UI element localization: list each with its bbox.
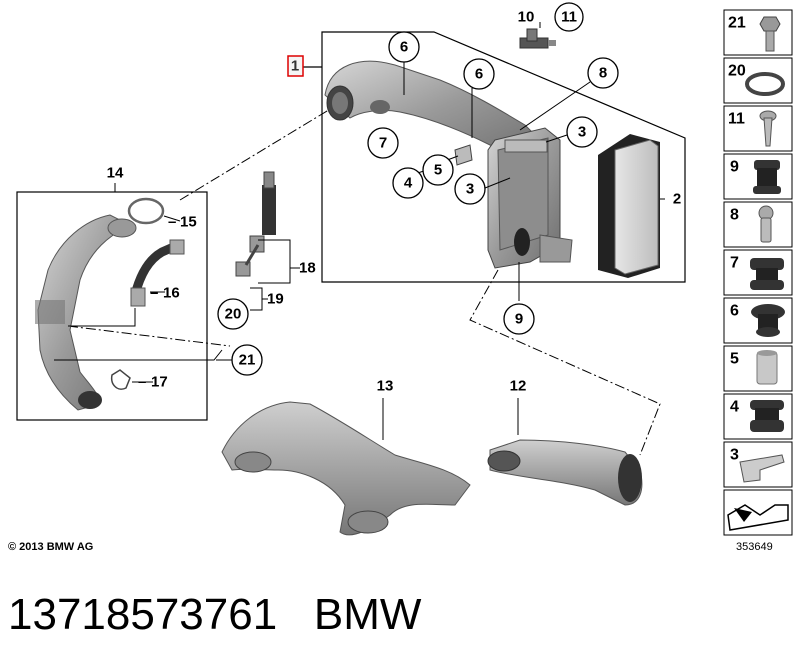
sleeve-icon — [756, 350, 778, 385]
callout-3b: 3 — [466, 181, 474, 198]
sensor-part-10 — [519, 28, 556, 49]
intake-duct-part-12 — [487, 439, 643, 506]
callout-7: 7 — [379, 135, 387, 152]
screw-icon — [759, 110, 777, 147]
grommet-icon-4 — [750, 400, 784, 432]
callout-6b-circle — [463, 58, 495, 90]
clip-part-17 — [110, 369, 131, 390]
callout-12: 12 — [510, 378, 527, 395]
legend-cell-11 — [723, 105, 793, 152]
intake-duct-assembly — [324, 60, 573, 269]
callout-17: 17 — [151, 374, 168, 391]
legend-label-3: 3 — [730, 447, 739, 464]
o-ring-icon — [745, 72, 785, 96]
legend-label-8: 8 — [730, 207, 739, 224]
part-brand-gap — [277, 590, 314, 639]
legend-label-9: 9 — [730, 159, 739, 176]
callout-19: 19 — [267, 291, 284, 308]
callout-7-circle — [367, 127, 399, 159]
callout-17-dash: – — [138, 374, 146, 391]
assembly-frame-1 — [300, 31, 686, 283]
intake-duct-part-13 — [221, 401, 471, 536]
callout-16: 16 — [163, 285, 180, 302]
legend-label-7: 7 — [730, 255, 739, 272]
callout-8-circle — [587, 57, 619, 89]
legend-cell-21 — [723, 9, 793, 56]
callout-15-num: 15 — [180, 214, 197, 231]
callout-6b: 6 — [475, 66, 483, 83]
air-filter-element — [598, 134, 660, 278]
vent-hose-part-16 — [130, 239, 185, 307]
part-number-line: 13718573761 BMW — [8, 590, 421, 640]
callout-9: 9 — [515, 311, 523, 328]
legend-label-21: 21 — [728, 15, 746, 32]
legend-label-6: 6 — [730, 303, 739, 320]
legend-column: 21 20 11 9 8 7 — [723, 9, 793, 536]
brand-name: BMW — [313, 590, 422, 639]
callout-3a: 3 — [578, 124, 586, 141]
callout-4: 4 — [404, 175, 413, 192]
air-hose-part-14 — [35, 214, 137, 411]
orientation-arrow-icon — [727, 504, 789, 531]
clip-icon — [739, 454, 785, 483]
callout-5: 5 — [434, 162, 442, 179]
legend-cell-8 — [723, 201, 793, 248]
callout-6a: 6 — [400, 39, 408, 56]
clamp-part-15 — [127, 197, 165, 225]
grommet-icon-9 — [753, 160, 781, 194]
callout-5-circle — [422, 154, 454, 186]
legend-label-5: 5 — [730, 351, 739, 368]
callout-11: 11 — [561, 9, 577, 26]
callout-10: 10 — [518, 9, 535, 26]
breather-hose-part-18 — [235, 171, 276, 277]
hose-frame-14 — [16, 191, 208, 421]
legend-label-4: 4 — [730, 399, 739, 416]
legend-label-11: 11 — [728, 111, 745, 128]
callout-15: – — [168, 214, 176, 231]
callout-9-circle — [503, 303, 535, 335]
callout-1: 1 — [291, 58, 299, 75]
callout-14: 14 — [107, 165, 124, 182]
callout-20: 20 — [225, 306, 242, 323]
pin-bolt-icon — [758, 205, 774, 243]
image-id: 353649 — [736, 541, 773, 553]
callout-11-circle — [554, 2, 584, 32]
callout-2: 2 — [673, 191, 681, 208]
callout-4-circle — [392, 167, 424, 199]
callout-20-circle — [217, 298, 249, 330]
callout-6a-circle — [388, 31, 420, 63]
legend-label-20: 20 — [728, 63, 746, 80]
callout-3a-circle — [566, 116, 598, 148]
grommet-icon-6 — [751, 304, 785, 337]
callout-13: 13 — [377, 378, 394, 395]
copyright-text: © 2013 BMW AG — [8, 541, 94, 553]
callout-labels: 1 6 6 7 8 3 5 4 3 2 9 10 11 12 13 14 – 1… — [107, 2, 681, 395]
callout-1-box — [287, 55, 304, 77]
callout-18: 18 — [299, 260, 316, 277]
callout-16-dash: – — [150, 285, 158, 302]
bolt-icon — [759, 16, 781, 52]
grommet-icon-7 — [750, 258, 784, 290]
callout-21: 21 — [239, 352, 256, 369]
part-number: 13718573761 — [8, 590, 278, 639]
callout-3b-circle — [454, 173, 486, 205]
callout-8: 8 — [599, 65, 607, 82]
callout-21-circle — [231, 344, 263, 376]
